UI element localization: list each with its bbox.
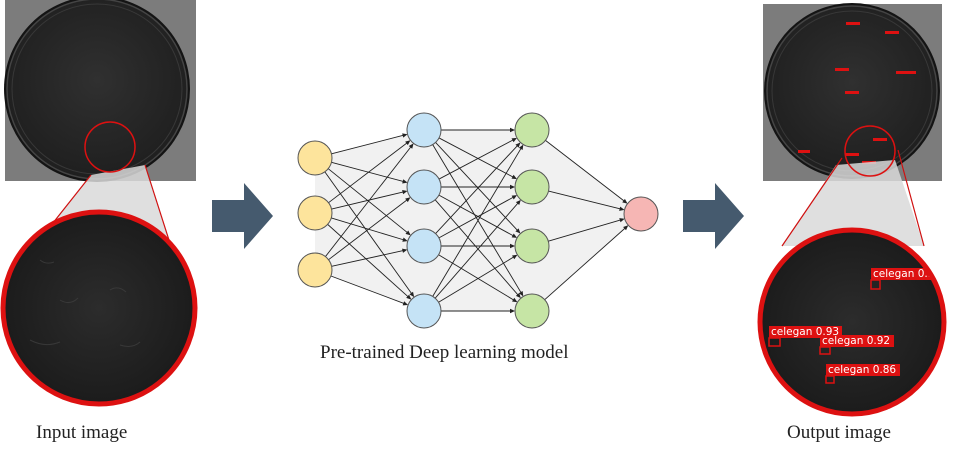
arrow-right-icon bbox=[212, 183, 273, 249]
network-nodes bbox=[297, 112, 659, 329]
connection-line bbox=[432, 146, 523, 297]
input-node bbox=[297, 252, 333, 288]
arrowhead bbox=[511, 233, 518, 238]
arrowhead bbox=[402, 237, 408, 242]
hidden-node bbox=[406, 293, 442, 329]
arrowhead bbox=[510, 127, 515, 133]
input-plate-image bbox=[4, 0, 196, 182]
connection-line bbox=[438, 138, 516, 180]
connection-line bbox=[331, 190, 406, 210]
arrowhead bbox=[518, 290, 524, 297]
output-zoom-funnel bbox=[782, 160, 924, 246]
output-zoom-view: celegan 0.97 celegan 0.93 celegan 0.92 bbox=[757, 227, 947, 417]
detection-label: celegan 0.97 bbox=[873, 268, 941, 280]
arrowhead bbox=[518, 144, 524, 151]
connection-line bbox=[325, 144, 413, 257]
arrowhead bbox=[623, 225, 629, 231]
arrowhead bbox=[405, 197, 411, 203]
arrowhead bbox=[619, 218, 625, 223]
hidden-node bbox=[406, 228, 442, 264]
detection-label: celegan 0.92 bbox=[822, 335, 890, 347]
connection-line bbox=[545, 140, 627, 203]
detection-box: celegan 0.92 bbox=[819, 335, 894, 355]
arrowhead bbox=[409, 291, 415, 298]
detection-label: celegan 0.86 bbox=[828, 364, 896, 376]
output-plate-image bbox=[763, 3, 942, 181]
connection-line bbox=[438, 195, 516, 239]
input-zoom-view bbox=[0, 209, 198, 407]
arrowhead bbox=[402, 189, 408, 195]
output-roi-marker bbox=[844, 125, 896, 177]
connection-line bbox=[544, 226, 628, 301]
input-caption: Input image bbox=[36, 422, 128, 443]
arrowhead bbox=[406, 294, 412, 300]
connection-line bbox=[328, 141, 410, 204]
connection-line bbox=[324, 171, 414, 296]
arrow-right-icon bbox=[683, 183, 744, 249]
detection-box: celegan 0.86 bbox=[825, 364, 900, 384]
hidden-node bbox=[514, 293, 550, 329]
arrowhead bbox=[408, 143, 414, 149]
hidden-node bbox=[514, 169, 550, 205]
connection-line bbox=[435, 143, 520, 234]
arrowhead bbox=[515, 142, 521, 148]
arrowhead bbox=[511, 195, 518, 200]
connection-line bbox=[330, 275, 407, 305]
arrowhead bbox=[402, 179, 408, 184]
connection-line bbox=[438, 255, 516, 303]
neural-network bbox=[297, 112, 659, 329]
input-panel bbox=[0, 0, 198, 407]
arrowhead bbox=[512, 297, 518, 303]
hidden-node bbox=[514, 228, 550, 264]
output-node bbox=[623, 196, 659, 232]
connection-band bbox=[532, 130, 641, 311]
arrowhead bbox=[512, 254, 518, 260]
connection-line bbox=[548, 218, 623, 242]
arrowhead bbox=[402, 133, 408, 138]
output-caption: Output image bbox=[787, 422, 891, 443]
arrowhead bbox=[510, 243, 515, 249]
connection-line bbox=[331, 249, 406, 267]
model-caption: Pre-trained Deep learning model bbox=[320, 342, 569, 363]
connection-line bbox=[438, 194, 516, 238]
arrowhead bbox=[511, 137, 517, 143]
connection-band bbox=[315, 130, 424, 311]
arrowhead bbox=[511, 174, 517, 180]
connection-line bbox=[331, 134, 406, 155]
connection-line bbox=[438, 137, 516, 179]
output-panel: celegan 0.97 celegan 0.93 celegan 0.92 bbox=[757, 3, 947, 417]
connection-line bbox=[328, 198, 410, 261]
arrowhead bbox=[622, 198, 628, 204]
arrowhead bbox=[515, 228, 521, 234]
arrowhead bbox=[405, 140, 411, 146]
connection-line bbox=[432, 144, 523, 295]
arrowhead bbox=[619, 206, 625, 211]
hidden-node bbox=[514, 112, 550, 148]
arrowhead bbox=[510, 308, 515, 314]
arrowhead bbox=[402, 248, 408, 253]
hidden-node bbox=[406, 169, 442, 205]
input-node bbox=[297, 195, 333, 231]
arrowhead bbox=[405, 230, 411, 236]
input-roi-marker bbox=[84, 121, 136, 173]
layer-connections bbox=[324, 127, 629, 314]
connection-line bbox=[548, 190, 623, 210]
arrowhead bbox=[515, 292, 521, 299]
arrowhead bbox=[402, 301, 409, 306]
hidden-node bbox=[406, 112, 442, 148]
arrowhead bbox=[510, 184, 515, 190]
connection-line bbox=[434, 199, 520, 297]
arrowhead bbox=[515, 199, 521, 206]
connection-line bbox=[434, 201, 520, 299]
connection-line bbox=[438, 254, 516, 302]
input-node bbox=[297, 140, 333, 176]
